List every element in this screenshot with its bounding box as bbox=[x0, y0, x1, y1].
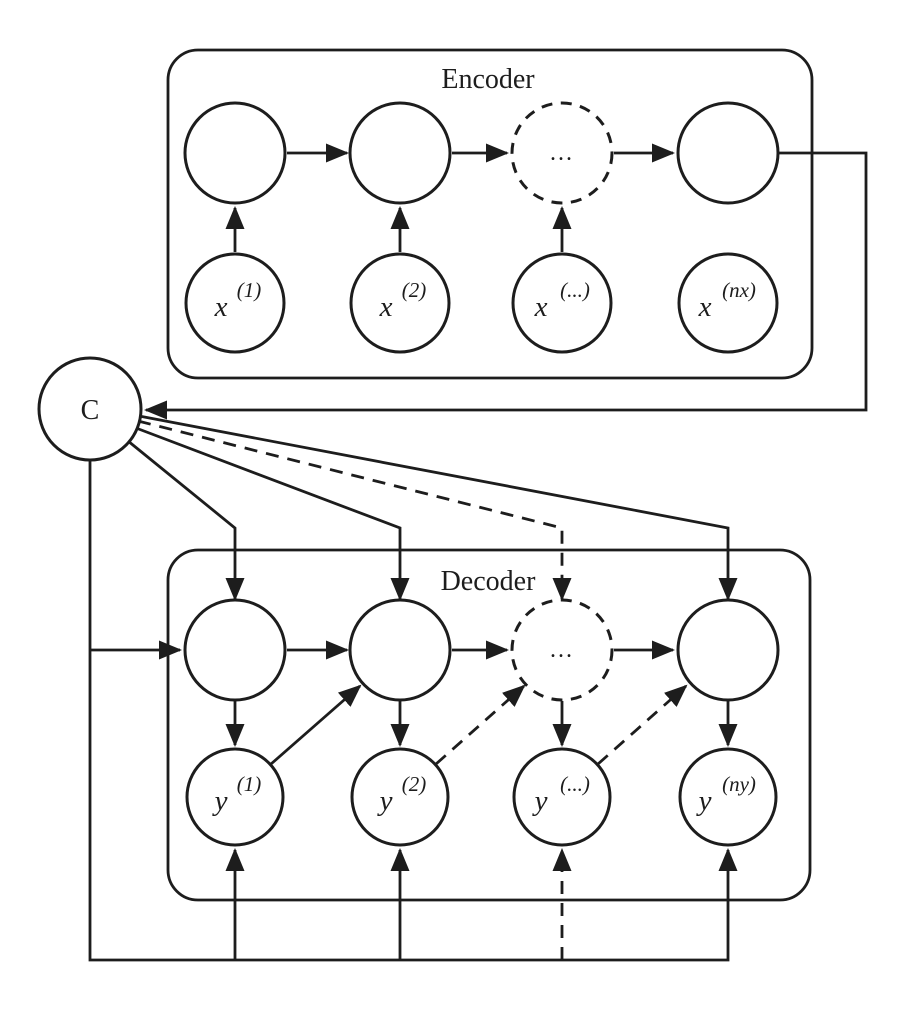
edge-context-fan-1 bbox=[127, 439, 245, 601]
y1-base: y bbox=[212, 785, 228, 817]
x3-sup: (...) bbox=[560, 278, 590, 302]
edge-y2-h3 bbox=[435, 684, 526, 766]
decoder-hidden-node-2 bbox=[348, 598, 452, 702]
decoder-title: Decoder bbox=[441, 566, 537, 597]
decoder-output-label-3: y (...) bbox=[532, 772, 590, 817]
encoder-input-label-2: x (2) bbox=[379, 278, 427, 323]
edge-encoder-to-context bbox=[144, 151, 868, 420]
decoder-hidden-node-1 bbox=[183, 598, 287, 702]
encoder-box bbox=[166, 48, 814, 380]
encoder-input-node-2 bbox=[349, 252, 451, 354]
context-node bbox=[37, 356, 143, 462]
y3-sup: (...) bbox=[560, 772, 590, 796]
y2-sup: (2) bbox=[402, 772, 427, 796]
decoder-output-label-1: y (1) bbox=[212, 772, 262, 817]
y4-sup: (ny) bbox=[722, 772, 756, 796]
decoder-hidden-node-4 bbox=[676, 598, 780, 702]
encoder-title: Encoder bbox=[441, 64, 535, 95]
x2-base: x bbox=[379, 291, 393, 323]
x4-sup: (nx) bbox=[722, 278, 756, 302]
encoder-input-node-1 bbox=[184, 252, 286, 354]
x2-sup: (2) bbox=[402, 278, 427, 302]
encoder-input-label-4: x (nx) bbox=[698, 278, 756, 323]
x1-base: x bbox=[214, 291, 228, 323]
edge-y1-h2 bbox=[270, 684, 362, 766]
decoder-block: Decoder ... y (1) y (2) bbox=[166, 548, 812, 902]
context-block: C bbox=[37, 151, 868, 962]
encoder-input-node-3 bbox=[511, 252, 613, 354]
edge-context-fan-4 bbox=[138, 414, 738, 601]
x1-sup: (1) bbox=[237, 278, 262, 302]
encoder-block: Encoder ... x (1) x (2) x (...) bbox=[166, 48, 814, 380]
decoder-box bbox=[166, 548, 812, 902]
x3-base: x bbox=[534, 291, 548, 323]
encoder-input-label-3: x (...) bbox=[534, 278, 590, 323]
decoder-ellipsis-label: ... bbox=[550, 637, 574, 663]
edge-context-bottom-bus bbox=[88, 459, 738, 962]
decoder-output-label-4: y (ny) bbox=[696, 772, 756, 817]
decoder-output-node-4 bbox=[678, 747, 778, 847]
encoder-input-label-1: x (1) bbox=[214, 278, 262, 323]
edge-y3-h4 bbox=[597, 684, 688, 766]
edge-context-fan-3 bbox=[137, 419, 572, 601]
decoder-output-node-3 bbox=[512, 747, 612, 847]
encoder-hidden-node-2 bbox=[348, 101, 452, 205]
decoder-output-node-1 bbox=[185, 747, 285, 847]
decoder-output-label-2: y (2) bbox=[377, 772, 427, 817]
y2-base: y bbox=[377, 785, 393, 817]
decoder-hidden-node-ellipsis bbox=[510, 598, 614, 702]
y3-base: y bbox=[532, 785, 548, 817]
encoder-ellipsis-label: ... bbox=[550, 140, 574, 166]
encoder-hidden-node-1 bbox=[183, 101, 287, 205]
encoder-hidden-node-ellipsis bbox=[510, 101, 614, 205]
encoder-hidden-node-4 bbox=[676, 101, 780, 205]
y4-base: y bbox=[696, 785, 712, 817]
y1-sup: (1) bbox=[237, 772, 262, 796]
context-label: C bbox=[81, 395, 100, 426]
edge-context-fan-2 bbox=[135, 426, 410, 601]
decoder-output-node-2 bbox=[350, 747, 450, 847]
x4-base: x bbox=[698, 291, 712, 323]
encoder-input-node-4 bbox=[677, 252, 779, 354]
